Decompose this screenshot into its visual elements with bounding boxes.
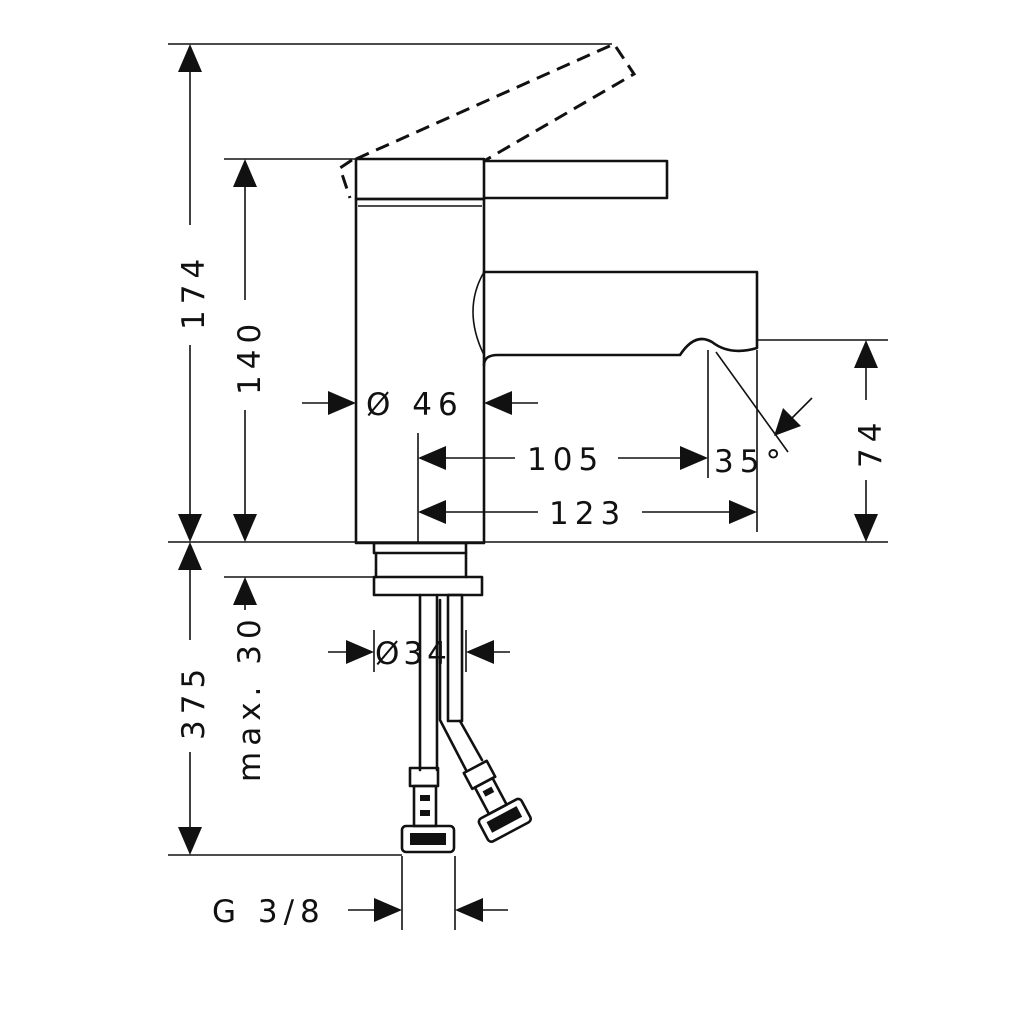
dim-35-degree-label: 35°: [714, 444, 787, 480]
dimension-spout-reach-123: 123: [418, 496, 757, 532]
dimension-body-height: 140: [232, 159, 268, 542]
dim-140-label: 140: [232, 318, 268, 395]
dimension-connection-thread: G 3/8: [212, 894, 508, 930]
dimension-total-height: 174: [176, 44, 212, 542]
extension-lines: [168, 43, 888, 930]
dimension-max-deck-thickness: max. 30: [232, 577, 268, 782]
dim-105-label: 105: [527, 442, 604, 478]
dim-174-label: 174: [176, 253, 212, 330]
dim-74-label: 74: [853, 417, 889, 468]
raised-lever-outline: [338, 42, 637, 199]
below-deck-assembly: [372, 541, 532, 854]
dimension-spout-reach-105: 105: [418, 442, 708, 478]
dim-375-label: 375: [176, 663, 212, 740]
dim-diameter-46-label: Ø 46: [366, 387, 464, 423]
dim-123-label: 123: [549, 496, 626, 532]
dim-g-3-8-label: G 3/8: [212, 894, 326, 930]
faucet-body: [354, 157, 759, 545]
dimension-shank-diameter: Ø34: [328, 636, 510, 672]
dimension-spout-height: 74: [853, 340, 889, 542]
dim-diameter-34-label: Ø34: [375, 636, 451, 672]
dimension-spout-angle: 35°: [714, 397, 813, 480]
dimension-body-diameter: Ø 46: [302, 387, 538, 423]
dimension-below-deck: 375: [176, 542, 212, 855]
dim-max-30-label: max. 30: [232, 613, 268, 782]
